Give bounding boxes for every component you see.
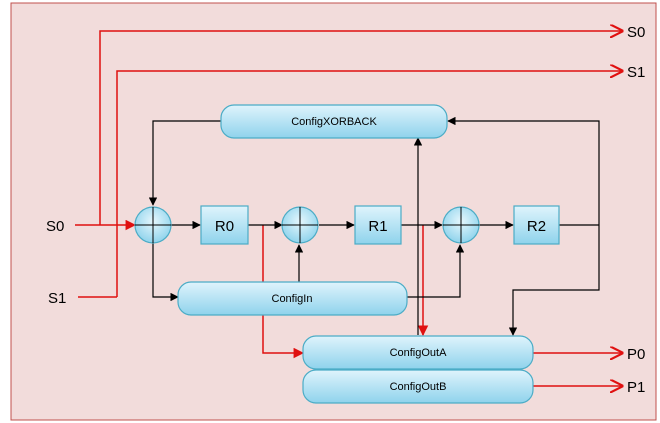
register-r2: R2	[513, 205, 560, 245]
config-in-label: ConfigIn	[272, 293, 313, 305]
input-s1-label: S1	[48, 290, 66, 307]
config-outb-block: ConfigOutB	[302, 369, 534, 404]
register-r2-label: R2	[527, 218, 546, 235]
config-xorback-block: ConfigXORBACK	[220, 104, 448, 139]
xor-gate-3	[442, 206, 480, 244]
output-s0-label: S0	[627, 24, 645, 41]
output-s1-label: S1	[627, 64, 645, 81]
register-r1-label: R1	[368, 218, 387, 235]
config-xorback-label: ConfigXORBACK	[291, 116, 377, 128]
input-s0-label: S0	[46, 218, 64, 235]
black-wires	[148, 116, 600, 336]
config-outb-label: ConfigOutB	[390, 381, 447, 393]
config-in-block: ConfigIn	[177, 281, 408, 316]
register-r0: R0	[200, 205, 249, 245]
register-r0-label: R0	[215, 218, 234, 235]
register-r1: R1	[354, 205, 402, 245]
xor-gate-1	[134, 206, 172, 244]
output-p0-label: P0	[627, 346, 645, 363]
xor-gate-2	[281, 206, 319, 244]
config-outa-block: ConfigOutA	[302, 335, 534, 370]
config-outa-label: ConfigOutA	[390, 347, 448, 359]
red-wires	[75, 31, 622, 386]
output-p1-label: P1	[627, 379, 645, 396]
